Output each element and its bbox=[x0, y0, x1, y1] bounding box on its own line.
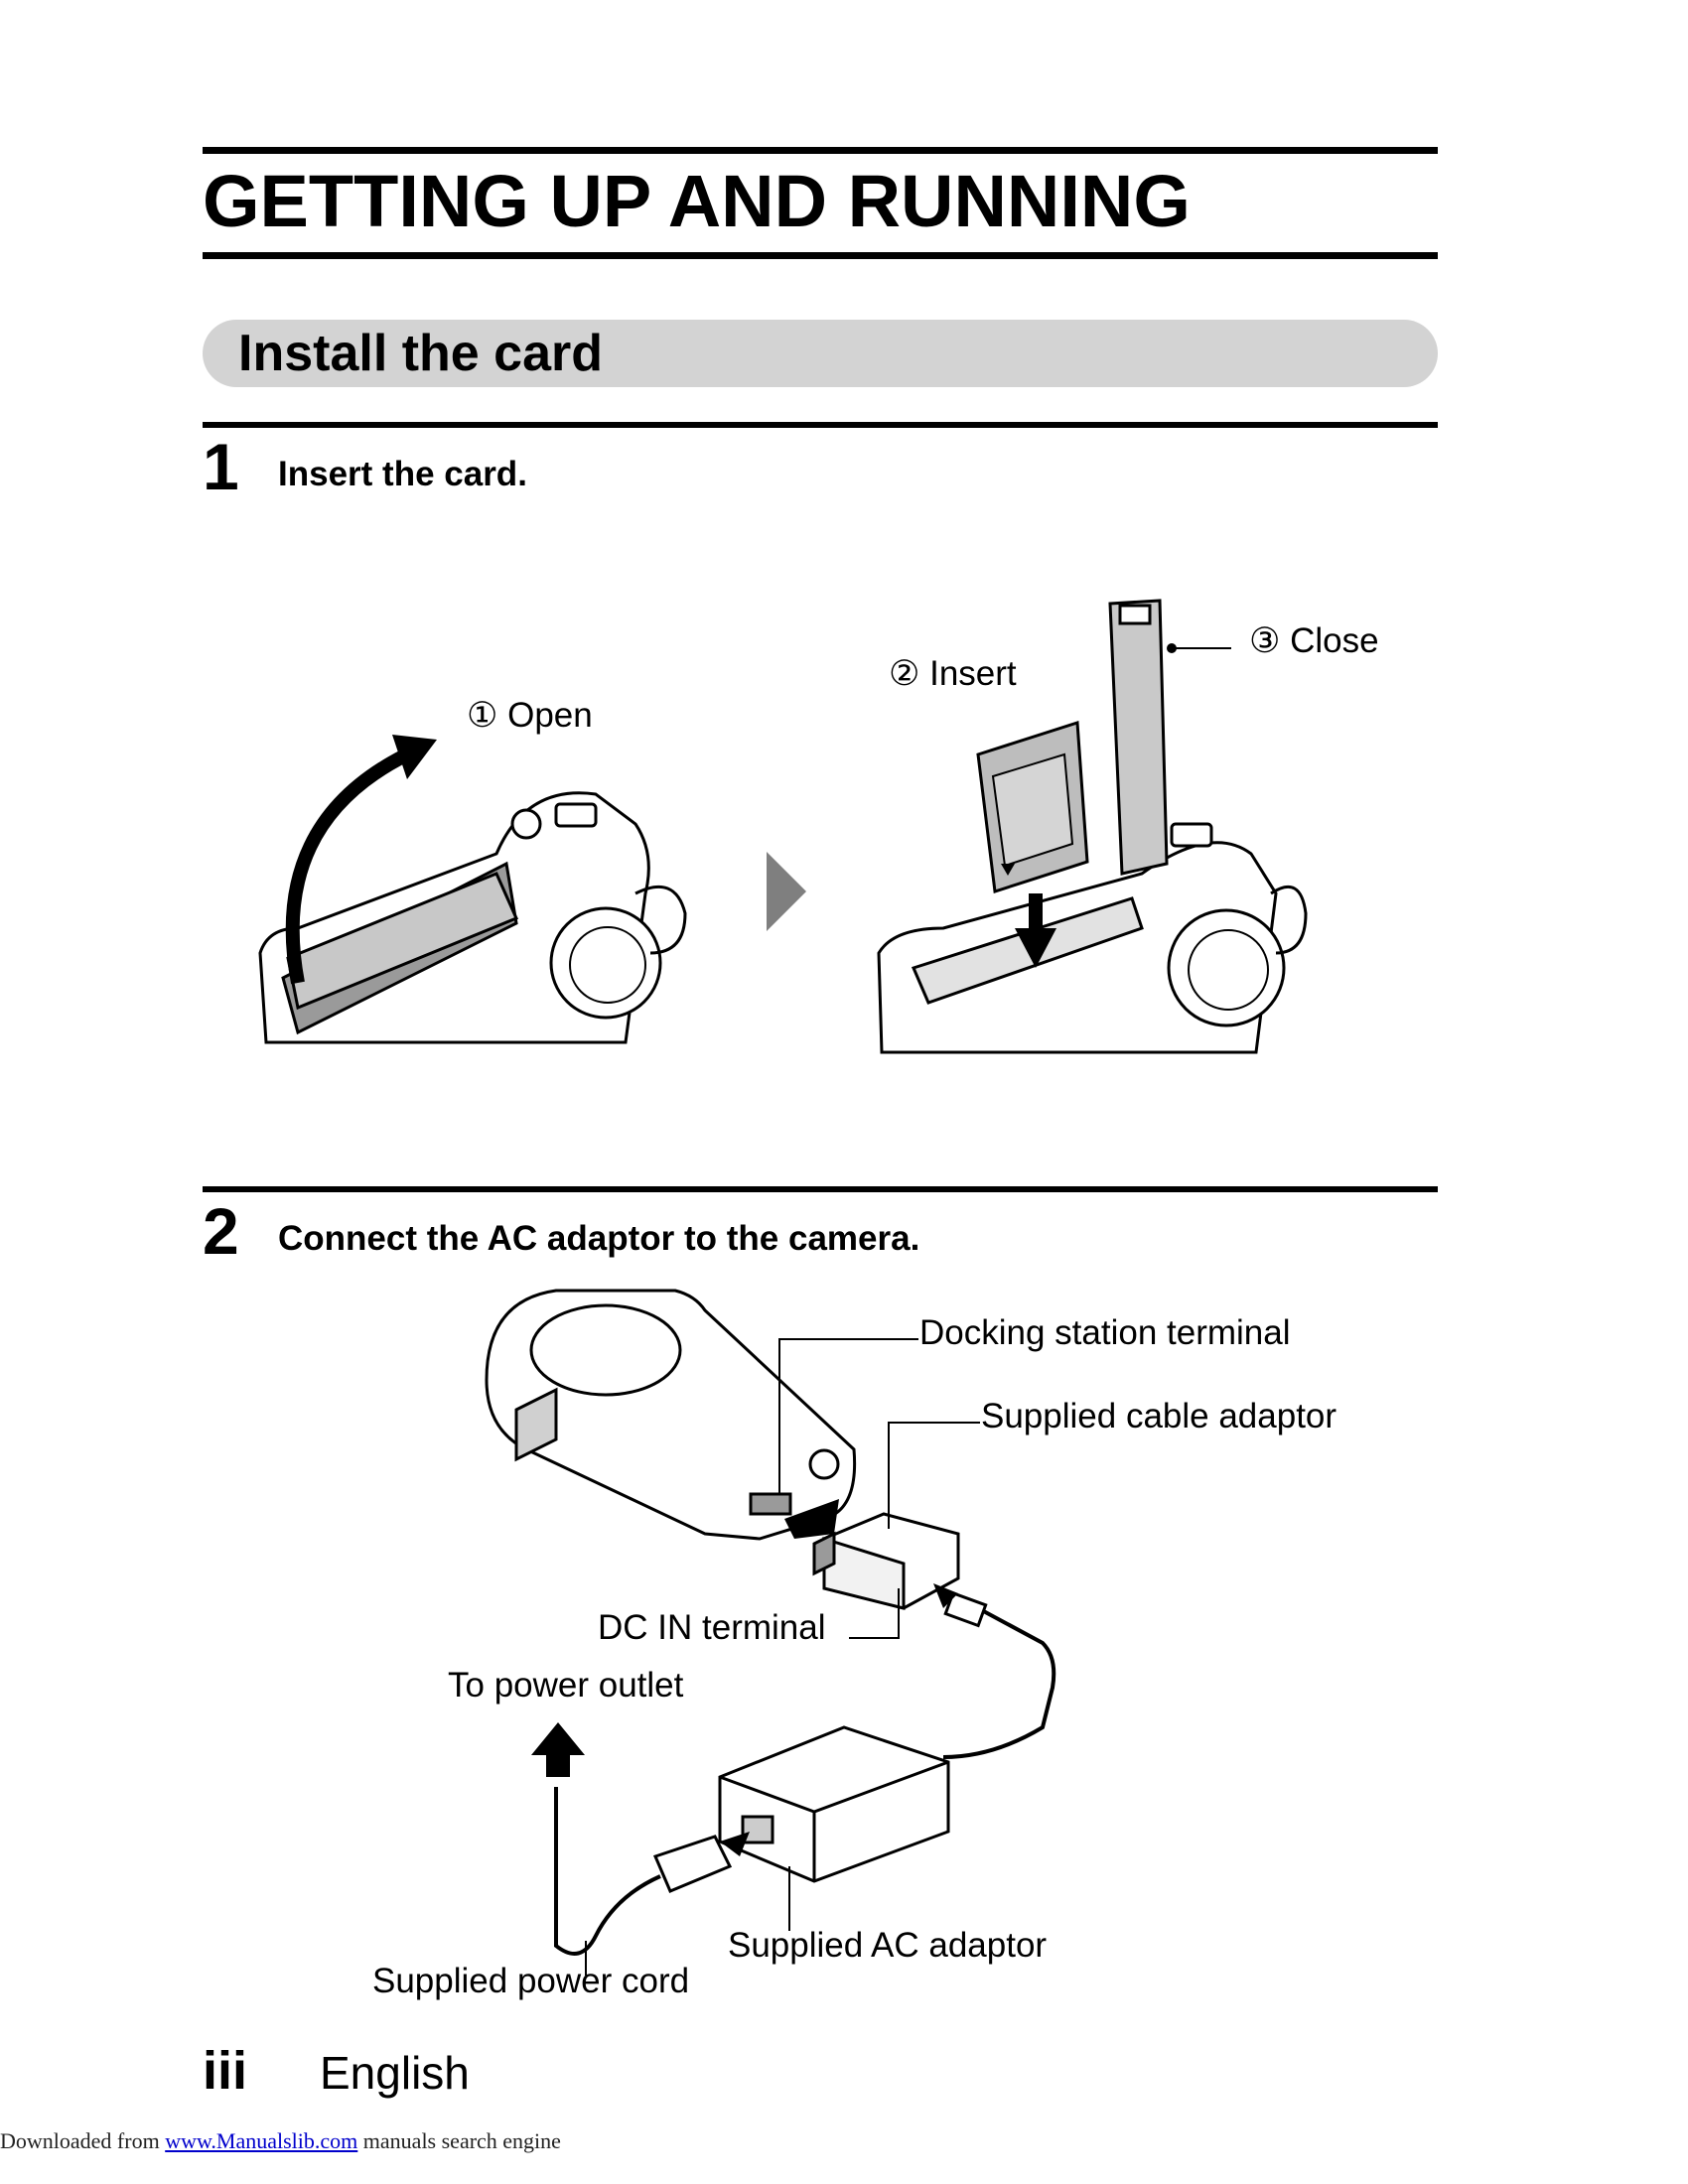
page-title: GETTING UP AND RUNNING bbox=[203, 160, 1191, 242]
title-bottom-rule bbox=[203, 252, 1438, 259]
page-language: English bbox=[320, 2047, 470, 2099]
card-cover-lid bbox=[1108, 599, 1169, 876]
sd-card-illustration bbox=[976, 720, 1089, 893]
label-close: ③ Close bbox=[1249, 621, 1379, 660]
open-arrow bbox=[285, 748, 411, 985]
camera-rear-illustration bbox=[485, 1289, 857, 1541]
label-ac-adaptor: Supplied AC adaptor bbox=[728, 1926, 1048, 1965]
power-cord bbox=[554, 1787, 661, 1956]
step1-illustration bbox=[258, 599, 1308, 1054]
title-top-rule bbox=[203, 147, 1438, 154]
power-plug bbox=[652, 1835, 733, 1893]
dc-cable bbox=[942, 1606, 1056, 1759]
section-header-bar bbox=[203, 320, 1438, 387]
footer-link[interactable]: www.Manualslib.com bbox=[165, 2128, 358, 2153]
section-title: Install the card bbox=[238, 325, 603, 382]
label-power-outlet: To power outlet bbox=[448, 1666, 684, 1705]
step1-number: 1 bbox=[203, 430, 239, 503]
download-footer: Downloaded from www.Manualslib.com manua… bbox=[0, 2128, 561, 2154]
step2-number: 2 bbox=[203, 1194, 239, 1268]
insert-arrow-head bbox=[1015, 928, 1056, 968]
footer-suffix: manuals search engine bbox=[357, 2128, 561, 2153]
label-dc-in: DC IN terminal bbox=[598, 1608, 826, 1647]
step2-rule bbox=[203, 1186, 1438, 1192]
label-cable-adaptor: Supplied cable adaptor bbox=[981, 1397, 1337, 1435]
next-arrow-icon bbox=[767, 852, 806, 931]
plug-arrow bbox=[720, 1832, 750, 1856]
label-insert: ② Insert bbox=[889, 654, 1017, 693]
label-docking-terminal: Docking station terminal bbox=[919, 1313, 1291, 1352]
dc-plug bbox=[943, 1590, 988, 1628]
open-arrow-head bbox=[392, 735, 437, 779]
leader-docking bbox=[778, 1338, 918, 1494]
page-number: iii bbox=[203, 2041, 248, 2101]
label-power-cord: Supplied power cord bbox=[372, 1962, 690, 2000]
label-open: ① Open bbox=[467, 696, 593, 735]
step1-instruction: Insert the card. bbox=[278, 455, 527, 493]
step1-rule bbox=[203, 422, 1438, 428]
insert-arrow-shaft bbox=[1029, 893, 1043, 933]
step2-instruction: Connect the AC adaptor to the camera. bbox=[278, 1219, 920, 1258]
leader-dc-in bbox=[849, 1588, 900, 1639]
footer-prefix: Downloaded from bbox=[0, 2128, 160, 2153]
outlet-arrow bbox=[531, 1722, 585, 1777]
connect-arrow bbox=[784, 1499, 839, 1539]
camera-open-illustration bbox=[258, 791, 687, 1044]
cable-adaptor-illustration bbox=[812, 1512, 960, 1610]
dc-arrow bbox=[933, 1583, 958, 1608]
ac-adaptor-illustration bbox=[718, 1725, 950, 1883]
leader-cable-adaptor bbox=[888, 1422, 980, 1529]
